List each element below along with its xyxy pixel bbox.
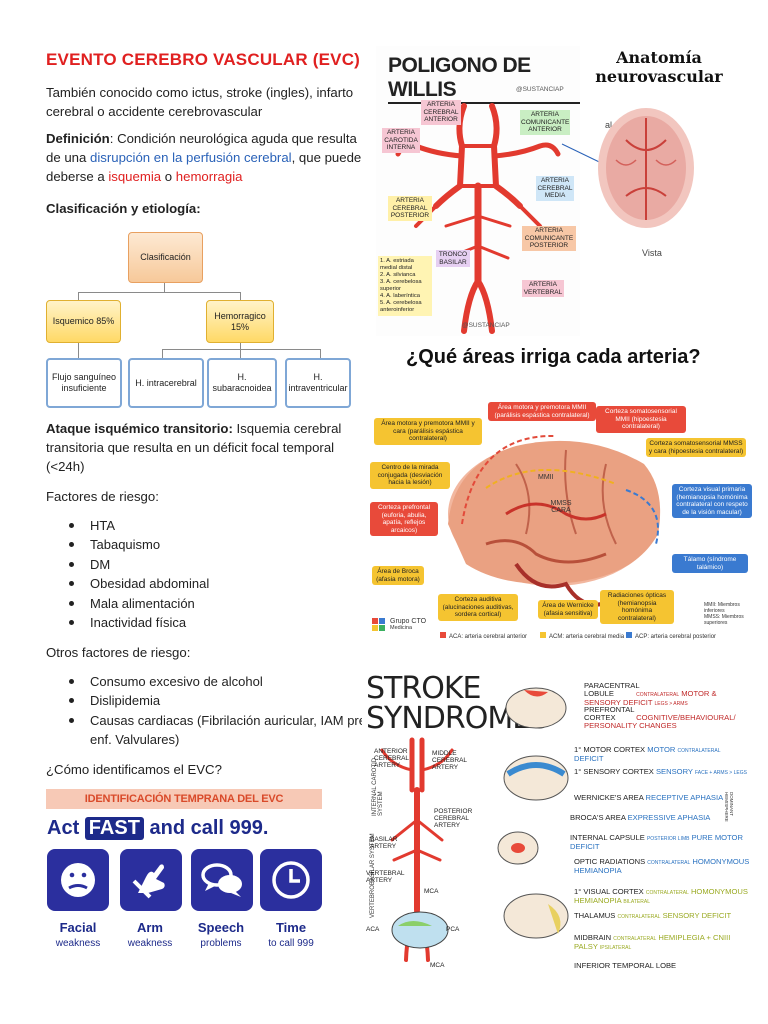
syndrome-row: WERNICKE'S AREA RECEPTIVE APHASIA (574, 793, 724, 802)
fast-badge: FAST (84, 817, 144, 840)
brain-sections-illustration (497, 687, 569, 939)
syndrome-row: MIDBRAIN CONTRALATERAL HEMIPLEGIA + CNII… (574, 933, 731, 952)
fast-speech-sub: problems (200, 938, 242, 949)
chart-root-node: Clasificación (128, 232, 203, 283)
syndrome-row: INFERIOR TEMPORAL LOBE (574, 961, 677, 970)
list-item: DM (69, 555, 390, 574)
cto-logo-icon (372, 618, 386, 632)
fast-time-label: Time (275, 920, 307, 935)
cto-brand: Grupo CTO Medicina (390, 618, 427, 631)
list-item: Tabaquismo (69, 535, 390, 554)
legend-aca: ACA: arteria cerebral anterior (440, 632, 527, 640)
fast-banner: IDENTIFICACIÓN TEMPRANA DEL EVC (46, 789, 322, 809)
legend-acm: ACM: arteria cerebral media (540, 632, 624, 640)
fast-speech-label: Speech (197, 920, 245, 935)
definition-highlight: disrupción en la perfusión cerebral (90, 150, 292, 165)
classification-heading: Clasificación y etiología: (46, 201, 201, 216)
brain-areas-diagram: MMII MMSS CARA Área motora y premotora M… (366, 394, 754, 642)
list-item: Consumo excesivo de alcohol (69, 672, 390, 691)
list-item: HTA (69, 516, 390, 535)
fast-facial-sub: weakness (55, 938, 101, 949)
abbrev-note: MMII: Miembros inferiores MMSS: Miembros… (704, 602, 744, 626)
syndrome-row: THALAMUS CONTRALATERAL SENSORY DEFICIT (574, 911, 732, 920)
syndrome-row: 1° MOTOR CORTEX MOTOR CONTRALATERAL DEFI… (574, 745, 721, 764)
willis-diagram: POLIGONO DE WILLIS @SUSTANCIAP ARTERIA C… (376, 46, 580, 336)
areas-question: ¿Qué áreas irriga cada arteria? (406, 346, 701, 368)
other-risk-list: Consumo excesivo de alcohol Dislipidemia… (46, 672, 390, 750)
chart-leaf-intracerebral: H. intracerebral (128, 358, 204, 408)
fast-arm-sub: weakness (127, 938, 173, 949)
identify-question: ¿Cómo identificamos el EVC? (46, 762, 222, 777)
fast-time-sub: to call 999 (268, 938, 314, 949)
other-risk-heading: Otros factores de riesgo: (46, 645, 191, 660)
syndrome-row: BROCA'S AREA EXPRESSIVE APHASIA (570, 813, 711, 822)
syndrome-row: PREFRONTAL CORTEX COGNITIVE/BEHAVIOURAL/… (584, 705, 736, 731)
syndrome-row: 1° SENSORY CORTEX SENSORY FACE + ARMS > … (574, 767, 747, 776)
list-item: Obesidad abdominal (69, 574, 390, 593)
ait-label: Ataque isquémico transitorio: (46, 421, 233, 436)
chart-leaf-subaracnoidea: H. subaracnoidea (207, 358, 277, 408)
anatomy-title: Anatomía neurovascular (595, 48, 723, 86)
arm-icon (120, 849, 182, 911)
willis-title: POLIGONO DE WILLIS (388, 54, 580, 104)
stroke-syndromes-diagram: STROKE SYNDROMES INTERNAL CAROTID SYSTEM… (362, 670, 750, 976)
definition-paragraph: Definición: Condición neurológica aguda … (46, 131, 362, 184)
syndrome-row: 1° VISUAL CORTEX CONTRALATERAL HOMONYMOU… (574, 887, 748, 906)
page-title: EVENTO CEREBRO VASCULAR (EVC) (46, 50, 361, 69)
risk-list: HTA Tabaquismo DM Obesidad abdominal Mal… (46, 516, 390, 632)
syndrome-row: OPTIC RADIATIONS CONTRALATERAL HOMONYMOU… (574, 857, 750, 876)
chart-node-isquemico: Isquemico 85% (46, 300, 121, 343)
face-icon (47, 849, 109, 911)
list-item: Inactividad física (69, 613, 390, 632)
chart-leaf-intraventricular: H. intraventricular (285, 358, 351, 408)
brain-lateral-illustration (448, 434, 661, 607)
brain-base-image (561, 108, 694, 228)
fast-facial-label: Facial (59, 920, 97, 935)
intro-paragraph: También conocido como ictus, stroke (ing… (46, 85, 354, 119)
fast-arm-label: Arm (136, 920, 163, 935)
syndrome-row: INTERNAL CAPSULE POSTERIOR LIMB PURE MOT… (570, 833, 743, 852)
list-item: Mala alimentación (69, 594, 390, 613)
list-item: Dislipidemia (69, 691, 390, 710)
risk-heading: Factores de riesgo: (46, 489, 159, 504)
legend-acp: ACP: arteria cerebral posterior (626, 632, 716, 640)
arterial-tree-illustration (380, 737, 454, 962)
willis-legend: 1. A. estriada medial distal 2. A. silvi… (378, 256, 432, 316)
clock-icon (260, 849, 322, 911)
ait-paragraph: Ataque isquémico transitorio: Isquemia c… (46, 421, 342, 474)
syndrome-row: PARACENTRAL LOBULE CONTRALATERAL MOTOR &… (584, 681, 717, 708)
fast-headline: Act FAST and call 999. (47, 817, 269, 840)
chart-node-hemorragico: Hemorragico 15% (206, 300, 274, 343)
speech-icon (191, 849, 253, 911)
list-item: Causas cardiacas (Fibrilación auricular,… (69, 711, 390, 750)
definition-label: Definición (46, 131, 110, 146)
chart-leaf-flujo: Flujo sanguíneo insuficiente (46, 358, 122, 408)
brain-view-label: Vista (642, 248, 662, 258)
